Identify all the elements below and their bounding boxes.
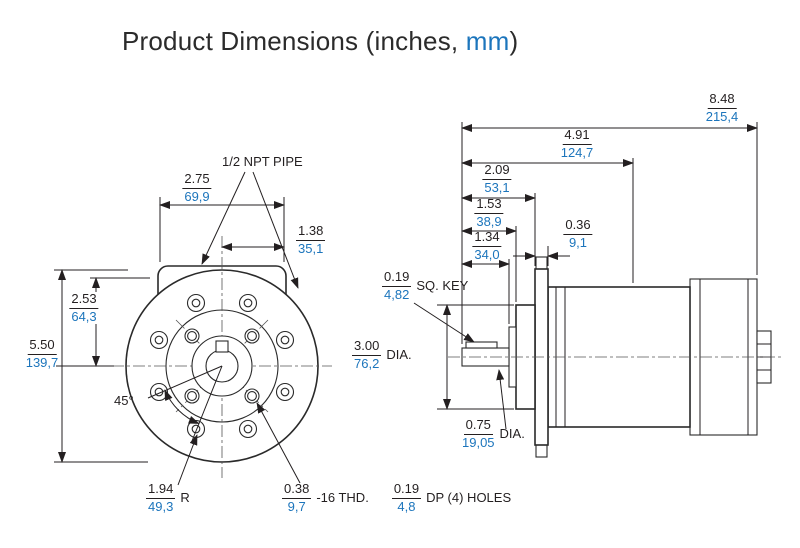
- npt-pipe-text: 1/2 NPT PIPE: [222, 154, 303, 169]
- sq-key-leader: [413, 302, 475, 343]
- title-suffix: ): [509, 26, 519, 56]
- title-mm: mm: [465, 26, 510, 56]
- npt-leader: [201, 171, 246, 265]
- dia-suffix: DIA.: [386, 346, 412, 362]
- npt-pipe-label: 1/2 NPT PIPE: [222, 154, 303, 170]
- keyway-front: [215, 340, 229, 353]
- side-dimensions: [413, 122, 758, 430]
- page-title: Product Dimensions (inches, mm): [122, 26, 518, 57]
- title-text: Product Dimensions (inches,: [122, 26, 466, 56]
- depth-holes-suffix: DP (4) HOLES: [426, 489, 512, 505]
- npt-leader: [252, 171, 299, 289]
- front-view: [112, 236, 332, 478]
- bolt-holes: [149, 293, 295, 439]
- angle-text: 45°: [114, 393, 134, 408]
- dia-suffix: DIA.: [499, 425, 525, 441]
- shaft-dia-leader: [496, 369, 507, 430]
- side-view: [448, 256, 784, 458]
- shaft-key: [465, 341, 498, 349]
- sq-key-suffix: SQ. KEY: [416, 277, 469, 293]
- angle-label: 45°: [114, 393, 134, 409]
- bolt-radius-leader: [177, 434, 198, 486]
- thread-leader: [256, 402, 301, 484]
- thread-suffix: -16 THD.: [316, 489, 369, 505]
- radius-suffix: R: [180, 489, 190, 505]
